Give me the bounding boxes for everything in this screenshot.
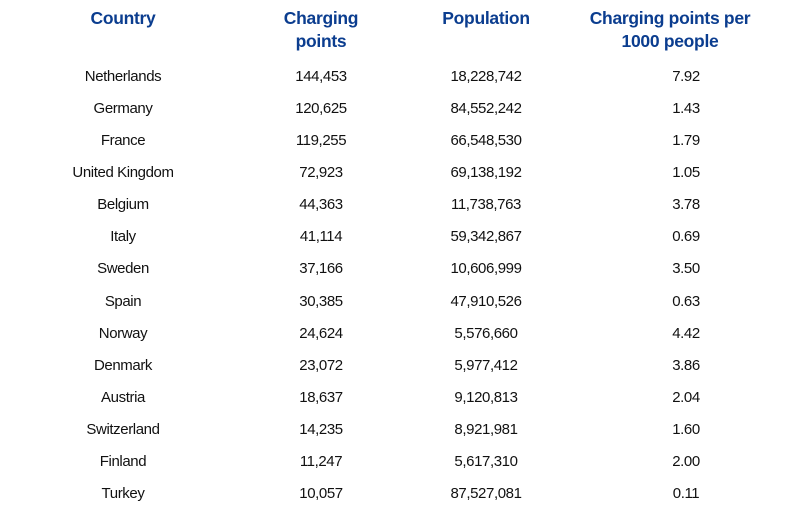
cell-population: 18,228,742 xyxy=(450,68,522,85)
table-row: France 119,255 66,548,530 1.79 xyxy=(0,125,800,157)
cell-country: Belgium xyxy=(97,196,149,214)
cell-per-1000: 3.78 xyxy=(672,196,700,214)
table-row: Germany 120,625 84,552,242 1.43 xyxy=(0,93,800,125)
cell-population: 10,606,999 xyxy=(450,260,522,278)
cell-population: 47,910,526 xyxy=(450,292,522,310)
cell-per-1000: 2.04 xyxy=(672,388,700,406)
cell-charging-points: 10,057 xyxy=(299,485,343,503)
cell-per-1000: 0.63 xyxy=(672,292,700,310)
header-country: Country xyxy=(90,8,156,28)
cell-charging-points: 119,255 xyxy=(295,132,347,150)
cell-per-1000: 2.00 xyxy=(672,452,700,470)
cell-charging-points: 44,363 xyxy=(299,196,343,214)
cell-population: 59,342,867 xyxy=(450,228,522,246)
cell-charging-points: 24,624 xyxy=(299,324,343,342)
cell-country: Austria xyxy=(101,388,145,406)
cell-charging-points: 11,247 xyxy=(299,452,343,470)
cell-per-1000: 4.42 xyxy=(672,324,700,342)
cell-country: Finland xyxy=(99,452,147,470)
cell-charging-points: 120,625 xyxy=(295,100,347,118)
cell-per-1000: 3.86 xyxy=(672,356,700,374)
table-row: Sweden 37,166 10,606,999 3.50 xyxy=(0,253,800,285)
cell-charging-points: 41,114 xyxy=(299,228,343,246)
table-row: Netherlands 144,453 18,228,742 7.92 xyxy=(0,61,800,93)
table-row: Finland 11,247 5,617,310 2.00 xyxy=(0,446,800,478)
cell-country: United Kingdom xyxy=(72,164,174,182)
table-row: Austria 18,637 9,120,813 2.04 xyxy=(0,382,800,414)
table-row: Spain 30,385 47,910,526 0.63 xyxy=(0,286,800,318)
cell-population: 9,120,813 xyxy=(454,388,518,406)
cell-country: France xyxy=(100,132,146,150)
header-per-1000: Charging points per 1000 people xyxy=(589,8,751,51)
cell-charging-points: 18,637 xyxy=(299,388,343,406)
cell-charging-points: 144,453 xyxy=(295,68,347,85)
cell-population: 66,548,530 xyxy=(450,132,522,150)
cell-population: 5,617,310 xyxy=(454,452,518,470)
header-charging-points: Charging points xyxy=(283,8,359,51)
cell-per-1000: 1.05 xyxy=(672,164,700,182)
cell-country: Spain xyxy=(104,292,142,310)
table-row: Italy 41,114 59,342,867 0.69 xyxy=(0,221,800,253)
cell-charging-points: 30,385 xyxy=(299,292,343,310)
cell-country: Switzerland xyxy=(86,420,160,438)
cell-country: Germany xyxy=(93,100,153,118)
table-row: Norway 24,624 5,576,660 4.42 xyxy=(0,318,800,350)
cell-population: 5,977,412 xyxy=(454,356,518,374)
cell-population: 8,921,981 xyxy=(454,420,518,438)
cell-per-1000: 1.60 xyxy=(672,420,700,438)
cell-charging-points: 23,072 xyxy=(299,356,343,374)
cell-population: 69,138,192 xyxy=(450,164,522,182)
table-row: Denmark 23,072 5,977,412 3.86 xyxy=(0,350,800,382)
cell-population: 84,552,242 xyxy=(450,100,522,118)
cell-per-1000: 3.50 xyxy=(672,260,700,278)
cell-per-1000: 0.11 xyxy=(672,485,700,503)
header-population: Population xyxy=(442,8,530,28)
cell-country: Norway xyxy=(98,324,148,342)
cell-country: Turkey xyxy=(101,485,145,503)
cell-charging-points: 37,166 xyxy=(299,260,343,278)
cell-charging-points: 72,923 xyxy=(299,164,343,182)
cell-population: 87,527,081 xyxy=(450,485,522,503)
table-row: Switzerland 14,235 8,921,981 1.60 xyxy=(0,414,800,446)
table-row: Belgium 44,363 11,738,763 3.78 xyxy=(0,189,800,221)
cell-country: Sweden xyxy=(97,260,149,278)
cell-country: Denmark xyxy=(93,356,153,374)
cell-population: 11,738,763 xyxy=(451,196,521,214)
cell-country: Italy xyxy=(110,228,136,246)
cell-country: Netherlands xyxy=(84,68,162,85)
cell-per-1000: 1.79 xyxy=(672,132,700,150)
cell-population: 5,576,660 xyxy=(454,324,518,342)
cell-per-1000: 7.92 xyxy=(672,68,700,85)
cell-charging-points: 14,235 xyxy=(299,420,343,438)
table-row: United Kingdom 72,923 69,138,192 1.05 xyxy=(0,157,800,189)
table-row: Turkey 10,057 87,527,081 0.11 xyxy=(0,478,800,510)
cell-per-1000: 0.69 xyxy=(672,228,700,246)
cell-per-1000: 1.43 xyxy=(672,100,700,118)
